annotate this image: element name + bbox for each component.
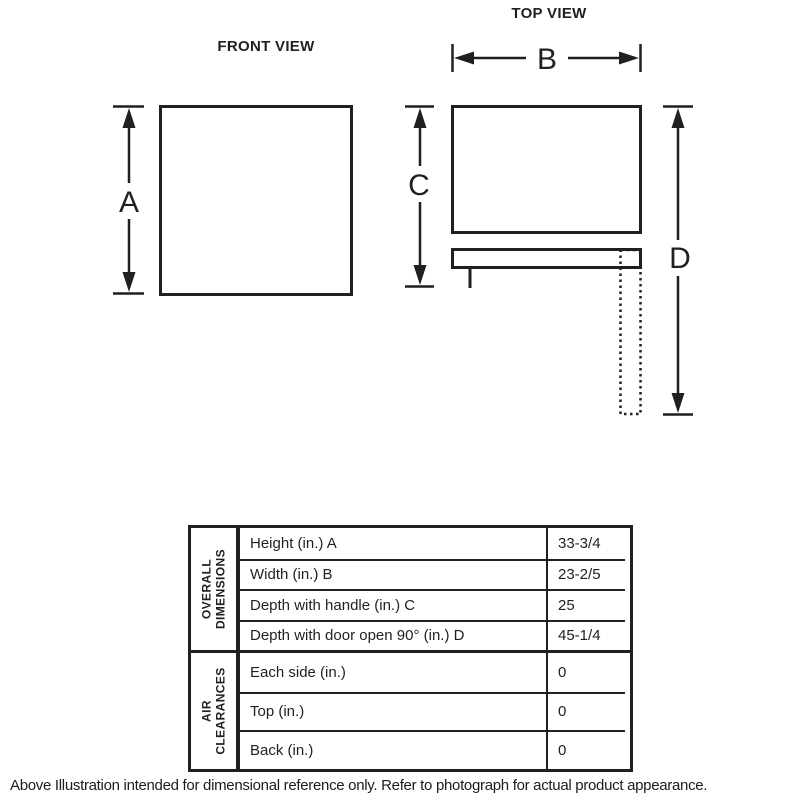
dim-arrow-b xyxy=(451,44,642,72)
row-label: Back (in.) xyxy=(240,730,546,769)
row-value: 0 xyxy=(546,653,625,692)
overall-dimensions-header: OVERALL DIMENSIONS xyxy=(191,528,240,650)
top-view-title: TOP VIEW xyxy=(511,5,587,22)
header-line: DIMENSIONS xyxy=(212,549,227,630)
air-clearances-section: AIR CLEARANCES Each side (in.) 0 Top (in… xyxy=(191,650,630,769)
row-label: Each side (in.) xyxy=(240,653,546,692)
dim-arrow-a xyxy=(113,105,144,295)
header-line: CLEARANCES xyxy=(212,667,227,755)
dimension-diagram: FRONT VIEW TOP VIEW A B xyxy=(113,5,693,416)
row-value: 23-2/5 xyxy=(546,558,625,589)
dim-label-a: A xyxy=(119,186,139,219)
header-line: OVERALL xyxy=(199,558,213,620)
row-value: 33-3/4 xyxy=(546,528,625,559)
dim-label-d: D xyxy=(669,242,691,275)
row-label: Depth with handle (in.) C xyxy=(240,589,546,620)
row-label: Top (in.) xyxy=(240,691,546,731)
row-value: 0 xyxy=(546,691,625,731)
row-value: 25 xyxy=(546,589,625,620)
row-value: 45-1/4 xyxy=(546,619,625,650)
row-value: 0 xyxy=(546,730,625,769)
dimensions-table: OVERALL DIMENSIONS Height (in.) A 33-3/4… xyxy=(188,525,633,772)
front-view-title: FRONT VIEW xyxy=(217,38,315,55)
overall-dimensions-section: OVERALL DIMENSIONS Height (in.) A 33-3/4… xyxy=(191,528,630,650)
row-label: Depth with door open 90° (in.) D xyxy=(240,619,546,650)
row-label: Width (in.) B xyxy=(240,558,546,589)
footnote: Above Illustration intended for dimensio… xyxy=(10,777,708,794)
front-view-box xyxy=(159,105,353,296)
dim-label-b: B xyxy=(537,43,557,76)
header-line: AIR xyxy=(199,699,213,722)
row-label: Height (in.) A xyxy=(240,528,546,559)
dim-arrow-d xyxy=(663,105,693,416)
air-clearances-header: AIR CLEARANCES xyxy=(191,653,240,769)
dim-arrow-c xyxy=(405,105,434,288)
door-closed xyxy=(451,248,642,269)
dim-label-c: C xyxy=(408,169,430,202)
door-open-dashed xyxy=(619,248,642,416)
top-view-box xyxy=(451,105,642,234)
